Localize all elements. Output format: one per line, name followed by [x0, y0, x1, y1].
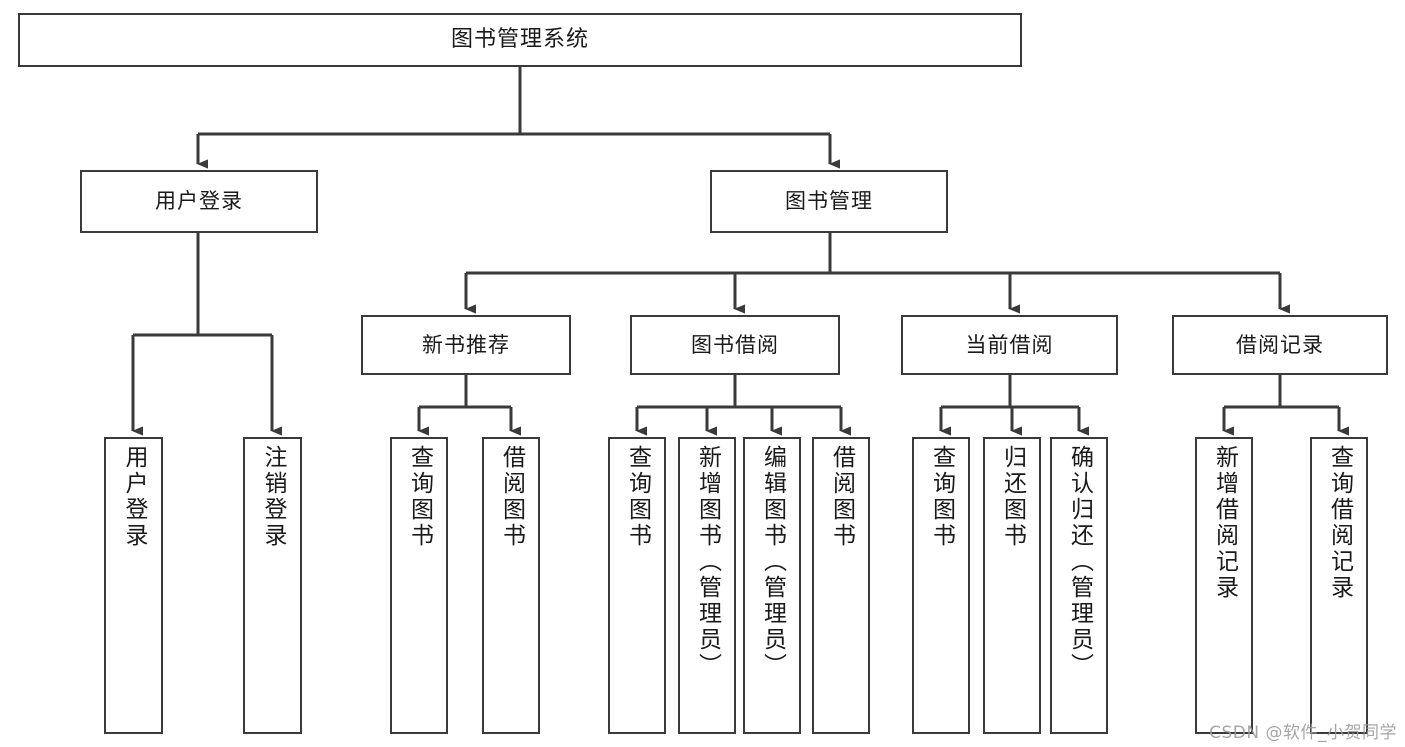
- node-leaf-add-book[interactable]: 新增图书（管理员）: [678, 437, 736, 734]
- csdn-watermark: CSDN @软件_小贺同学: [1209, 723, 1397, 743]
- node-label: 查询图书: [624, 445, 651, 549]
- node-label: 查询借阅记录: [1326, 445, 1353, 601]
- node-borrow-record[interactable]: 借阅记录: [1172, 315, 1388, 375]
- node-leaf-borrow-book-2[interactable]: 借阅图书: [812, 437, 870, 734]
- node-label: 用户登录: [155, 189, 243, 214]
- node-leaf-confirm-return[interactable]: 确认归还（管理员）: [1050, 437, 1108, 734]
- node-label: 当前借阅: [965, 332, 1054, 357]
- node-label: 图书管理: [785, 189, 873, 214]
- node-label: 查询图书: [928, 445, 955, 549]
- node-label: 借阅记录: [1236, 332, 1324, 357]
- node-new-book-recommend[interactable]: 新书推荐: [361, 315, 571, 375]
- node-leaf-edit-book[interactable]: 编辑图书（管理员）: [743, 437, 801, 734]
- node-leaf-query-book-1[interactable]: 查询图书: [390, 437, 448, 734]
- node-label: 归还图书: [999, 445, 1026, 549]
- node-book-borrow[interactable]: 图书借阅: [630, 315, 840, 375]
- node-leaf-query-book-2[interactable]: 查询图书: [608, 437, 666, 734]
- node-label: 借阅图书: [498, 445, 525, 549]
- node-leaf-borrow-book-1[interactable]: 借阅图书: [482, 437, 540, 734]
- node-label: 确认归还（管理员）: [1066, 445, 1093, 679]
- node-leaf-query-record[interactable]: 查询借阅记录: [1310, 437, 1368, 734]
- node-leaf-user-login[interactable]: 用户登录: [104, 437, 163, 734]
- node-label: 注销登录: [260, 445, 286, 549]
- node-label: 图书借阅: [691, 332, 779, 357]
- node-label: 用户登录: [121, 445, 147, 549]
- node-root-system[interactable]: 图书管理系统: [18, 13, 1022, 67]
- node-label: 新书推荐: [422, 332, 510, 357]
- node-leaf-query-book-3[interactable]: 查询图书: [912, 437, 970, 734]
- node-leaf-add-record[interactable]: 新增借阅记录: [1195, 437, 1253, 734]
- node-label: 查询图书: [406, 445, 433, 549]
- node-leaf-return-book[interactable]: 归还图书: [983, 437, 1041, 734]
- node-label: 图书管理系统: [450, 27, 589, 53]
- node-current-borrow[interactable]: 当前借阅: [901, 315, 1118, 375]
- node-label: 新增图书（管理员）: [694, 445, 721, 679]
- node-book-management[interactable]: 图书管理: [710, 170, 948, 233]
- node-leaf-logout[interactable]: 注销登录: [243, 437, 302, 734]
- node-label: 编辑图书（管理员）: [759, 445, 786, 679]
- node-label: 新增借阅记录: [1211, 445, 1238, 601]
- node-user-login[interactable]: 用户登录: [80, 170, 318, 233]
- node-label: 借阅图书: [828, 445, 855, 549]
